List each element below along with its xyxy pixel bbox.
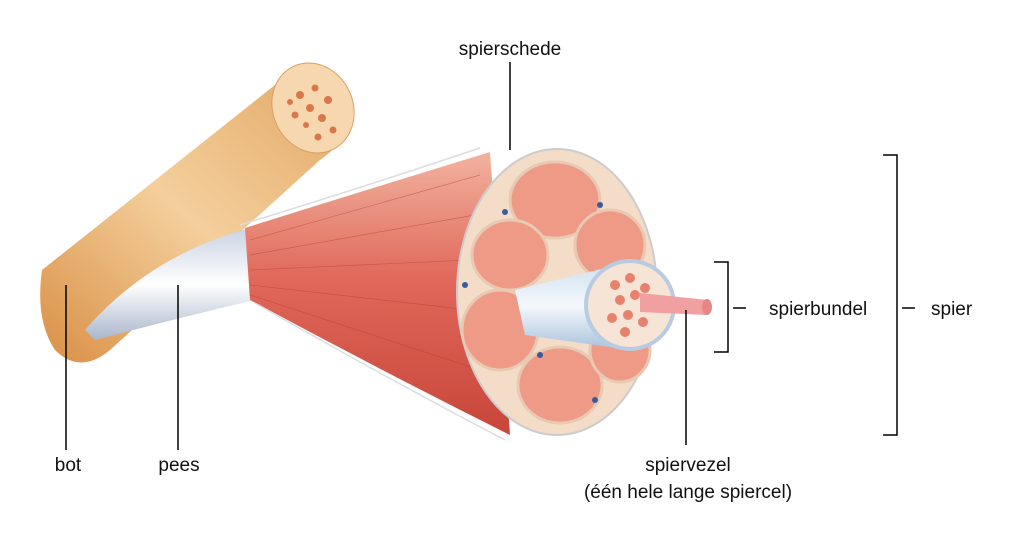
bone: [40, 62, 355, 363]
label-spierbundel: spierbundel: [769, 299, 868, 320]
label-spiervezel-note: (één hele lange spiercel): [583, 482, 793, 503]
leader-lines: [65, 62, 915, 450]
label-spiervezel: spiervezel: [645, 455, 731, 476]
muscle-sheath: [239, 147, 506, 441]
tendon: [85, 228, 255, 340]
muscle-striations: [249, 174, 481, 371]
label-bot: bot: [54, 455, 82, 476]
muscle-bundle: [515, 259, 676, 351]
muscle-fiber: [640, 293, 712, 315]
label-pees: pees: [158, 455, 200, 476]
label-spierschede: spierschede: [458, 39, 562, 60]
label-spier: spier: [931, 299, 973, 320]
